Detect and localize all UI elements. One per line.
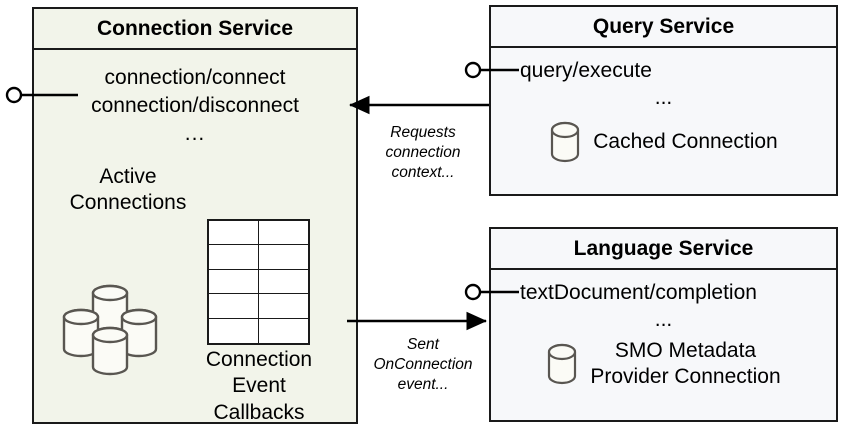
- connection-service-body: connection/connect connection/disconnect…: [34, 50, 356, 424]
- database-cylinder-icon: [551, 121, 580, 163]
- table-cell: [258, 245, 308, 270]
- language-service-title: Language Service: [491, 229, 836, 270]
- table-cell: [209, 318, 259, 343]
- active-connections-label-line1: Active: [99, 165, 157, 188]
- sent-label-line3: event...: [397, 376, 449, 394]
- edge-label-sent-onconnection-event: Sent OnConnection event...: [355, 335, 491, 395]
- operation-connection-disconnect: connection/disconnect: [91, 94, 299, 118]
- connection-event-callbacks-label: Connection Event Callbacks: [184, 347, 334, 426]
- callbacks-label-line1: Connection: [205, 348, 313, 371]
- requests-label-line2: connection: [385, 144, 461, 162]
- active-connections-cylinder-cluster: [52, 278, 192, 383]
- sent-label-line2: OnConnection: [373, 356, 473, 374]
- cylinder-cluster-icon: [62, 284, 158, 376]
- connection-service-operations: connection/connect connection/disconnect…: [34, 64, 356, 148]
- sent-label-line1: Sent: [407, 336, 439, 353]
- table-cell: [209, 221, 259, 246]
- table-cell: [259, 319, 309, 343]
- active-connections-label: Active Connections: [40, 164, 216, 217]
- operation-connection-connect: connection/connect: [104, 66, 286, 89]
- operation-query-execute: query/execute: [520, 59, 652, 82]
- requests-label-line3: context...: [391, 164, 455, 182]
- query-service-title: Query Service: [491, 7, 836, 48]
- language-service-operations: textDocument/completion ...: [491, 280, 836, 334]
- table-cell: [209, 269, 259, 295]
- operation-ellipsis: ...: [654, 307, 673, 331]
- smo-metadata-provider-label: SMO Metadata Provider Connection: [590, 338, 780, 389]
- smo-metadata-provider-store: SMO Metadata Provider Connection: [491, 338, 836, 389]
- cached-connection-label: Cached Connection: [593, 130, 778, 154]
- table-cell: [258, 270, 308, 295]
- cached-connection-store: Cached Connection: [491, 120, 836, 164]
- requests-label-line1: Requests: [390, 124, 456, 141]
- connection-service-box[interactable]: Connection Service connection/connect co…: [32, 7, 358, 424]
- language-service-body: textDocument/completion ... SMO Metadata…: [491, 270, 836, 420]
- connection-service-title: Connection Service: [34, 9, 356, 50]
- edge-label-requests-connection-context: Requests connection context...: [358, 123, 488, 183]
- operation-ellipsis: ...: [184, 122, 206, 146]
- table-cell: [209, 294, 259, 319]
- connection-event-callbacks-table: [207, 219, 310, 345]
- query-service-box[interactable]: Query Service query/execute ... Cached C…: [489, 5, 838, 196]
- query-service-operations: query/execute ...: [491, 58, 836, 112]
- table-cell: [258, 221, 308, 246]
- table-cell: [258, 294, 308, 319]
- callbacks-label-line3: Callbacks: [213, 400, 305, 424]
- language-service-box[interactable]: Language Service textDocument/completion…: [489, 227, 838, 422]
- callbacks-label-line2: Event: [232, 374, 286, 398]
- smo-label-line1: SMO Metadata: [614, 339, 757, 362]
- query-service-body: query/execute ... Cached Connection: [491, 48, 836, 194]
- operation-ellipsis: ...: [654, 85, 673, 109]
- active-connections-label-line2: Connections: [69, 191, 187, 215]
- database-cylinder-icon: [548, 343, 577, 384]
- operation-textdocument-completion: textDocument/completion: [520, 281, 757, 304]
- table-cell: [209, 245, 259, 270]
- smo-label-line2: Provider Connection: [590, 364, 781, 388]
